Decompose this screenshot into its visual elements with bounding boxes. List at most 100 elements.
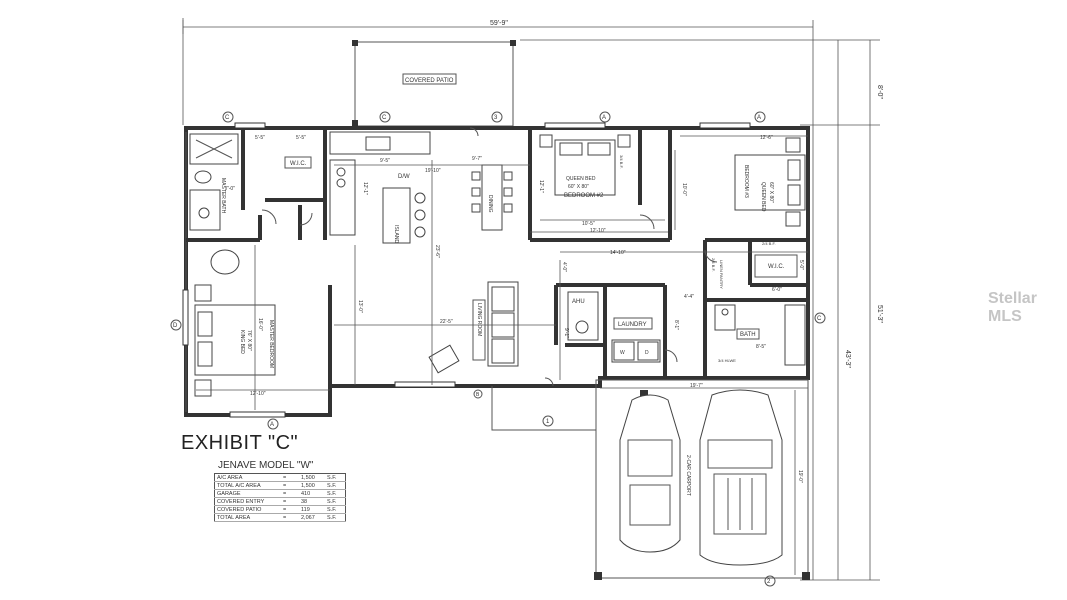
dim-121: 12'-1" (538, 180, 544, 193)
dim-1210: 12'-10" (590, 228, 606, 234)
utility-fixtures (567, 291, 806, 366)
dining-table (471, 164, 513, 231)
grid-marker-c1: C (225, 115, 230, 121)
dimension-lines (182, 18, 880, 581)
area-cell-eq: = (281, 497, 299, 506)
area-cell-unit: S.F. (325, 497, 346, 506)
dim-81: 8'-1" (673, 320, 679, 330)
area-cell-value: 38 (299, 497, 326, 506)
area-cell-value: 1,500 (299, 473, 326, 482)
dim-91: 9'-1" (563, 328, 569, 338)
kitchen-fixtures (329, 131, 431, 244)
dim-1212: 12'-1" (362, 182, 368, 195)
bath-label: BATH (740, 332, 756, 338)
grid-marker-c3: C (817, 316, 822, 322)
bedroom2-furniture (539, 134, 631, 196)
area-cell-value: 2,067 (299, 513, 326, 522)
area-cell-value: 410 (299, 489, 326, 498)
area-cell-label: TOTAL AREA (214, 513, 281, 522)
dim-190: 19'-0" (797, 470, 803, 483)
king-bed-label: KING BED (239, 330, 245, 354)
shelf-label-2: 2/4 B.F. (762, 241, 776, 246)
bedroom3-furniture (734, 137, 806, 227)
dim-1410: 14'-10" (610, 250, 626, 256)
dining-label: DINING (487, 195, 493, 213)
dim-236: 23'-6" (434, 245, 440, 258)
grid-marker-a3: A (270, 422, 274, 428)
dw-label: D/W (398, 174, 410, 180)
living-furniture (428, 281, 519, 374)
island-label: ISLAND (393, 225, 399, 243)
area-cell-eq: = (281, 513, 299, 522)
ahu-label: AHU (572, 299, 585, 305)
dim-225: 22'-5" (440, 319, 453, 325)
dim-100a: 10'-0" (681, 183, 687, 196)
master-bedroom-furniture (194, 249, 276, 397)
dim-44: 4'-4" (684, 294, 694, 300)
dim-95: 9'-5" (380, 158, 390, 164)
exhibit-title: EXHIBIT "C" (181, 432, 299, 454)
queen-bed-label: QUEEN BED (566, 176, 596, 182)
dim-60: 6'-0" (772, 287, 782, 293)
grid-marker-c2: C (382, 115, 387, 121)
area-cell-eq: = (281, 481, 299, 490)
area-cell-value: 119 (299, 505, 326, 514)
dim-706: 7'-0" (225, 186, 235, 192)
king-bed-size: 76" X 80" (246, 330, 252, 351)
dim-overall-depth: 51'-3" (876, 305, 883, 323)
dim-overall-width: 59'-9" (490, 20, 508, 27)
area-cell-label: A/C AREA (214, 473, 281, 482)
grid-marker-a1: A (602, 115, 606, 121)
dim-1910: 19'-10" (425, 168, 441, 174)
master-bath-label: MASTER BATH (220, 178, 226, 214)
car-right (699, 389, 783, 566)
bedroom3-label: BEDROOM #3 (743, 165, 749, 198)
area-cell-label: COVERED ENTRY (214, 497, 281, 506)
queen-bed-2-size: 60" X 80" (768, 182, 774, 203)
washer-label: W (620, 350, 625, 356)
door-34-label: 3/4 HLWE (718, 358, 736, 363)
dim-50: 5'-0" (798, 260, 804, 270)
master-wic-label: W.I.C. (290, 161, 307, 167)
dim-1210b: 12'-10" (250, 391, 266, 397)
master-bath-fixtures (189, 133, 239, 231)
shelf-label-3: 2/4 B.F. (711, 258, 716, 272)
watermark: Stellar MLS (988, 290, 1037, 325)
grid-markers (170, 111, 826, 587)
area-cell-label: TOTAL A/C AREA (214, 481, 281, 490)
dim-40: 4'-0" (561, 262, 567, 272)
area-cell-eq: = (281, 489, 299, 498)
shelf-label-1: 3/4 B.F. (619, 155, 624, 169)
dim-patio-depth: 8'-0" (876, 85, 883, 99)
queen-bed-size: 60" X 80" (568, 184, 589, 190)
dim-house-depth: 43'-3" (844, 350, 851, 368)
bedroom2-label: BEDROOM #2 (564, 193, 604, 199)
grid-marker-a2: A (757, 115, 761, 121)
area-cell-unit: S.F. (325, 473, 346, 482)
master-bedroom-label: MASTER BEDROOM (268, 320, 274, 368)
area-cell-unit: S.F. (325, 481, 346, 490)
dim-1975: 19'-7" (690, 383, 703, 389)
queen-bed-2-label: QUEEN BED (760, 182, 766, 212)
dim-55: 5'-5" (255, 135, 265, 141)
door-swings (261, 127, 718, 387)
dryer-label: D (645, 350, 649, 356)
area-cell-unit: S.F. (325, 489, 346, 498)
living-room-label: LIVING ROOM (476, 303, 482, 336)
carport (594, 379, 810, 580)
model-name: JENAVE MODEL "W" (218, 460, 314, 471)
car-left (619, 394, 681, 553)
grid-marker-d: D (173, 323, 178, 329)
grid-marker-b: B (476, 392, 480, 398)
area-cell-eq: = (281, 505, 299, 514)
exterior-walls (182, 122, 810, 418)
carport-label: 2-CAR CARPORT (685, 455, 691, 496)
